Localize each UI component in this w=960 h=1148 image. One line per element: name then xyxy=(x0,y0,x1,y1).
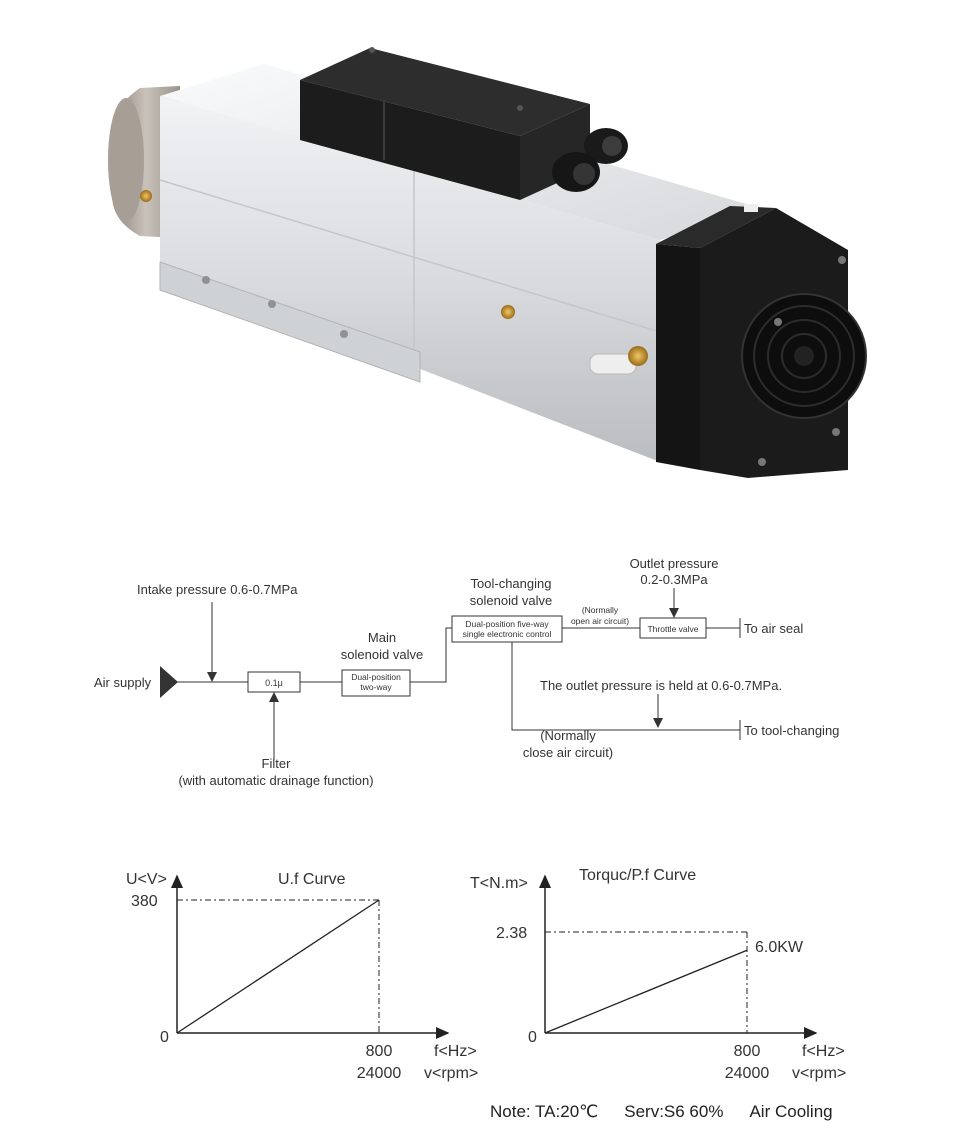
uf-curve-line xyxy=(176,899,380,1034)
torque-x-tick-24000: 24000 xyxy=(725,1065,770,1082)
note-serv: Serv:S6 60% xyxy=(624,1102,724,1121)
torque-x-axis-label-2: v<rpm> xyxy=(792,1065,846,1082)
uf-y-tick-380: 380 xyxy=(131,893,158,910)
tool-valve-box-label-2: single electronic control xyxy=(463,629,552,639)
uf-x-axis-label: f<Hz> xyxy=(434,1043,477,1060)
air-supply-label: Air supply xyxy=(94,675,152,690)
tool-valve-box xyxy=(451,615,563,643)
performance-curves: U<V> U.f Curve 380 0 800 24000 f<Hz> v<r… xyxy=(126,867,846,1082)
uf-curve-chart: U<V> U.f Curve 380 0 800 24000 f<Hz> v<r… xyxy=(126,871,478,1082)
filter-box-label: 0.1μ xyxy=(265,678,283,688)
normally-close-label-2: close air circuit) xyxy=(523,745,613,760)
torque-x-axis-label: f<Hz> xyxy=(802,1043,845,1060)
air-circuit-diagram: Intake pressure 0.6-0.7MPa Air supply 0.… xyxy=(94,556,839,788)
uf-x-tick-24000: 24000 xyxy=(357,1065,402,1082)
uf-chart-title: U.f Curve xyxy=(278,871,346,888)
normally-close-label: (Normally xyxy=(540,728,596,743)
tool-valve-label-2: solenoid valve xyxy=(470,593,552,608)
intake-pressure-label: Intake pressure 0.6-0.7MPa xyxy=(137,582,298,597)
held-pressure-label: The outlet pressure is held at 0.6-0.7MP… xyxy=(540,678,782,693)
to-air-seal-label: To air seal xyxy=(744,621,803,636)
air-supply-icon xyxy=(160,666,178,698)
uf-x-tick-800: 800 xyxy=(366,1043,393,1060)
main-valve-label-2: solenoid valve xyxy=(341,647,423,662)
note-cooling: Air Cooling xyxy=(749,1102,833,1121)
operating-note: Note: TA:20℃ Serv:S6 60% Air Cooling xyxy=(490,1102,859,1122)
main-valve-box-label-2: two-way xyxy=(360,682,392,692)
torque-x-tick-800: 800 xyxy=(734,1043,761,1060)
note-ta: Note: TA:20℃ xyxy=(490,1102,599,1121)
uf-x-axis-label-2: v<rpm> xyxy=(424,1065,478,1082)
outlet-pressure-label: Outlet pressure xyxy=(630,556,719,571)
main-valve-box-label: Dual-position xyxy=(351,672,401,682)
tool-valve-label: Tool-changing xyxy=(471,576,552,591)
main-valve-box xyxy=(341,669,411,697)
filter-label: Filter xyxy=(262,756,292,771)
main-valve-label: Main xyxy=(368,630,396,645)
torque-power-label: 6.0KW xyxy=(755,939,804,956)
outlet-pressure-value: 0.2-0.3MPa xyxy=(640,572,708,587)
filter-function-label: (with automatic drainage function) xyxy=(178,773,373,788)
uf-origin-label: 0 xyxy=(160,1029,169,1046)
torque-curve-line xyxy=(544,949,748,1034)
uf-y-axis-label: U<V> xyxy=(126,871,167,888)
throttle-valve-label: Throttle valve xyxy=(647,624,698,634)
normally-open-label: (Normally xyxy=(582,605,619,615)
torque-y-axis-label: T<N.m> xyxy=(470,875,528,892)
to-tool-changing-label: To tool-changing xyxy=(744,723,839,738)
tool-valve-box-label: Dual-position five-way xyxy=(465,619,549,629)
normally-open-label-2: open air circuit) xyxy=(571,616,629,626)
torque-origin-label: 0 xyxy=(528,1029,537,1046)
torque-curve-chart: T<N.m> Torquc/P.f Curve 2.38 6.0KW 0 800… xyxy=(470,867,846,1082)
torque-chart-title: Torquc/P.f Curve xyxy=(579,867,696,884)
torque-y-tick-238: 2.38 xyxy=(496,925,527,942)
spindle-motor-image xyxy=(108,47,867,478)
